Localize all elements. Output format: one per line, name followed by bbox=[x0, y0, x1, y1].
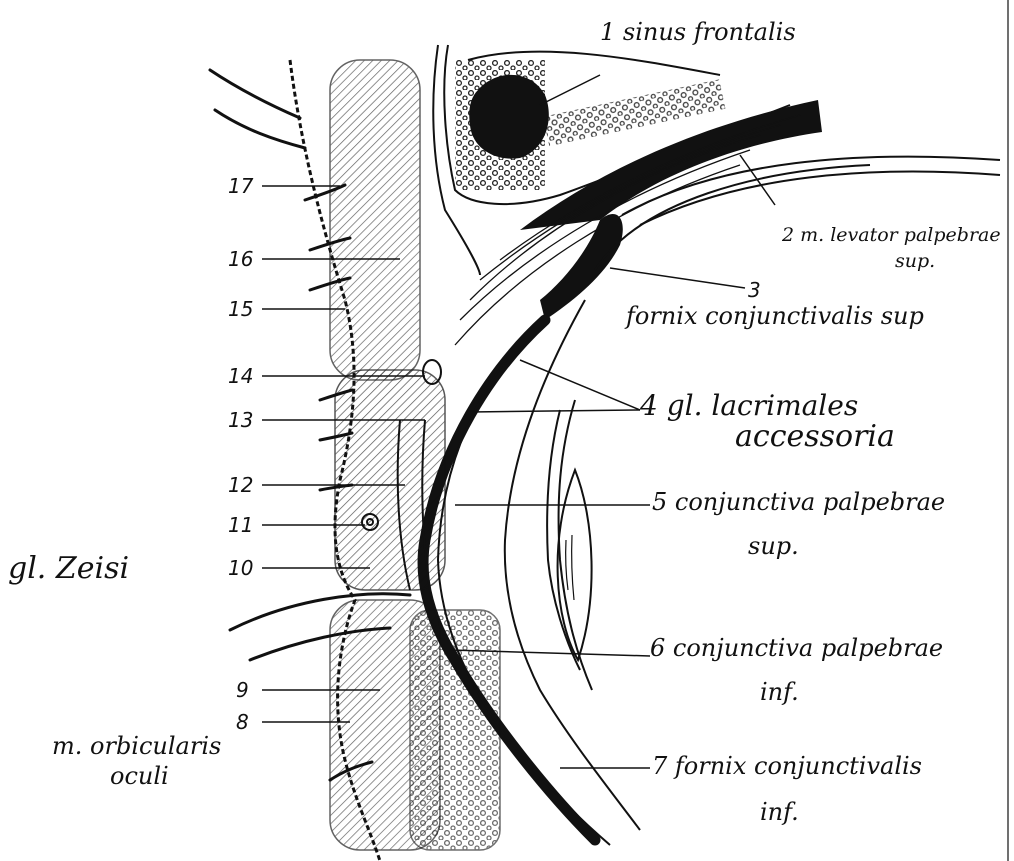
label-14: 14 bbox=[228, 366, 253, 386]
label-10: 10 bbox=[228, 558, 253, 578]
cornea-lines bbox=[547, 400, 592, 690]
lens-marks bbox=[566, 535, 574, 600]
label-17: 17 bbox=[228, 176, 253, 196]
gl-zeisi-note: gl. Zeisi bbox=[8, 554, 129, 584]
label-15: 15 bbox=[228, 299, 253, 319]
label-11: 11 bbox=[228, 515, 253, 535]
label-2-levator-line2: sup. bbox=[895, 252, 935, 271]
lens-shape bbox=[558, 470, 592, 660]
label-7-fornix-inf-line2: inf. bbox=[760, 800, 799, 824]
orbicularis-note-line1: m. orbicularis bbox=[52, 734, 221, 758]
conjunctiva-outer-line bbox=[505, 300, 640, 830]
label-6-conjunctiva-inf-line1: 6 conjunctiva palpebrae bbox=[650, 636, 943, 660]
label-1-sinus-frontalis: 1 sinus frontalis bbox=[600, 20, 796, 44]
label-5-conjunctiva-sup-line1: 5 conjunctiva palpebrae bbox=[652, 490, 945, 514]
label-6-conjunctiva-inf-line2: inf. bbox=[760, 680, 799, 704]
label-12: 12 bbox=[228, 475, 253, 495]
label-4-lacrimales-line2: accessoria bbox=[735, 422, 895, 452]
label-2-levator-line1: 2 m. levator palpebrae bbox=[782, 226, 1001, 245]
label-16: 16 bbox=[228, 249, 253, 269]
sinus-frontalis-shape bbox=[469, 75, 549, 159]
label-8: 8 bbox=[236, 712, 249, 732]
label-5-conjunctiva-sup-line2: sup. bbox=[748, 534, 799, 558]
label-9: 9 bbox=[236, 680, 249, 700]
label-3-number: 3 bbox=[748, 280, 761, 300]
label-3-fornix-sup: fornix conjunctivalis sup bbox=[626, 304, 924, 328]
label-4-lacrimales-line1: 4 gl. lacrimales bbox=[640, 392, 858, 420]
orbicularis-note-line2: oculi bbox=[110, 764, 169, 788]
fornix-superior bbox=[540, 214, 623, 320]
label-13: 13 bbox=[228, 410, 253, 430]
label-7-fornix-inf-line1: 7 fornix conjunctivalis bbox=[652, 754, 922, 778]
